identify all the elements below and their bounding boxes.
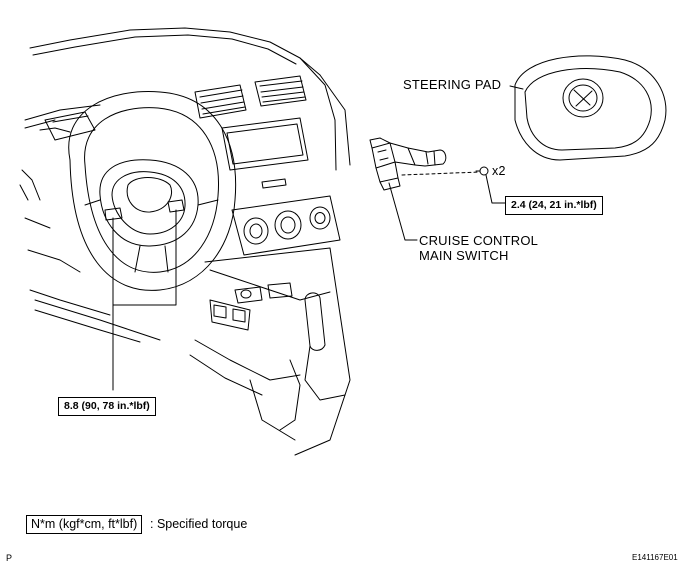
cruise-control-label-line2: MAIN SWITCH	[419, 248, 509, 263]
steering-pad-part	[509, 55, 667, 161]
torque-unit-legend: N*m (kgf*cm, ft*lbf)	[26, 515, 143, 534]
bolt-leaders	[112, 209, 177, 391]
torque-legend-description: : Specified torque	[150, 517, 248, 531]
figure-code: E141167E01	[632, 553, 678, 562]
steering-pad-label: STEERING PAD	[403, 77, 502, 92]
quantity-label: x2	[492, 164, 506, 178]
screw	[475, 166, 489, 176]
screw-leader	[485, 174, 506, 204]
dashboard-outline	[19, 27, 351, 456]
screw-torque-spec: 2.4 (24, 21 in.*lbf)	[505, 196, 603, 215]
page-letter: P	[6, 553, 13, 563]
bolt-torque-spec: 8.8 (90, 78 in.*lbf)	[58, 397, 156, 416]
cruise-control-label-line1: CRUISE CONTROL	[419, 233, 539, 248]
cruise-switch	[369, 137, 481, 241]
steering-wheel	[68, 91, 237, 291]
